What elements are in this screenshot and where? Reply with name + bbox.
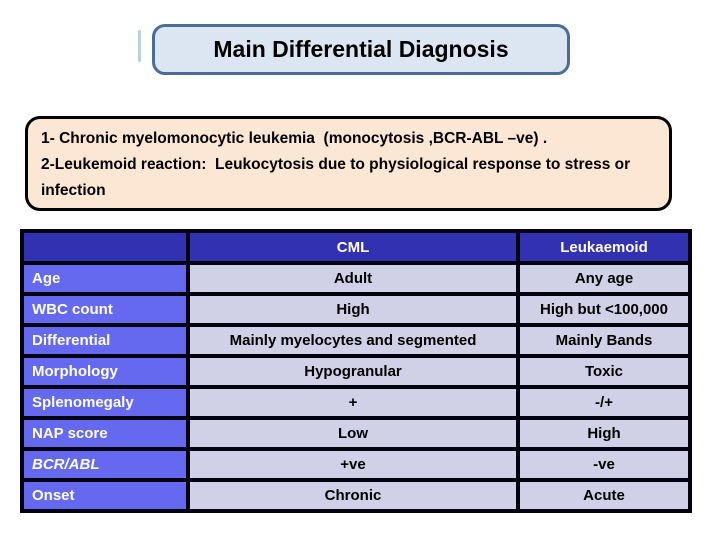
cell-differential-cml: Mainly myelocytes and segmented [186, 323, 520, 358]
row-label-wbc-count: WBC count [20, 292, 190, 327]
row-label-bcr-abl: BCR/ABL [20, 447, 190, 482]
cell-wbc-cml: High [186, 292, 520, 327]
row-label-onset: Onset [20, 478, 190, 513]
cell-wbc-leukaemoid: High but <100,000 [516, 292, 692, 327]
table-row-morphology: Morphology Hypogranular Toxic [20, 354, 692, 389]
cell-splenomegaly-cml: + [186, 385, 520, 420]
row-label-differential: Differential [20, 323, 190, 358]
cell-nap-cml: Low [186, 416, 520, 451]
table-row-differential: Differential Mainly myelocytes and segme… [20, 323, 692, 358]
title-box: Main Differential Diagnosis [152, 24, 570, 75]
header-leukaemoid: Leukaemoid [516, 229, 692, 265]
note-line-1: 1- Chronic myelomonocytic leukemia (mono… [41, 130, 548, 147]
note-box: 1- Chronic myelomonocytic leukemia (mono… [25, 116, 672, 211]
row-label-morphology: Morphology [20, 354, 190, 389]
table-row-nap-score: NAP score Low High [20, 416, 692, 451]
cell-bcr-abl-leukaemoid: -ve [516, 447, 692, 482]
decorative-shape-edge [138, 30, 141, 62]
note-line-2: 2-Leukemoid reaction: Leukocytosis due t… [41, 156, 635, 199]
cell-age-cml: Adult [186, 261, 520, 296]
cell-bcr-abl-cml: +ve [186, 447, 520, 482]
page-title: Main Differential Diagnosis [213, 36, 509, 62]
cell-differential-leukaemoid: Mainly Bands [516, 323, 692, 358]
cell-nap-leukaemoid: High [516, 416, 692, 451]
cell-splenomegaly-leukaemoid: -/+ [516, 385, 692, 420]
cell-onset-leukaemoid: Acute [516, 478, 692, 513]
row-label-age: Age [20, 261, 190, 296]
comparison-table: CML Leukaemoid Age Adult Any age WBC cou… [20, 229, 692, 513]
table-row-onset: Onset Chronic Acute [20, 478, 692, 513]
cell-morphology-cml: Hypogranular [186, 354, 520, 389]
table-row-age: Age Adult Any age [20, 261, 692, 296]
header-empty-cell [20, 229, 190, 265]
row-label-nap-score: NAP score [20, 416, 190, 451]
cell-morphology-leukaemoid: Toxic [516, 354, 692, 389]
table-row-wbc-count: WBC count High High but <100,000 [20, 292, 692, 327]
cell-onset-cml: Chronic [186, 478, 520, 513]
header-cml: CML [186, 229, 520, 265]
row-label-splenomegaly: Splenomegaly [20, 385, 190, 420]
cell-age-leukaemoid: Any age [516, 261, 692, 296]
table-header-row: CML Leukaemoid [20, 229, 692, 265]
table-row-splenomegaly: Splenomegaly + -/+ [20, 385, 692, 420]
table-row-bcr-abl: BCR/ABL +ve -ve [20, 447, 692, 482]
